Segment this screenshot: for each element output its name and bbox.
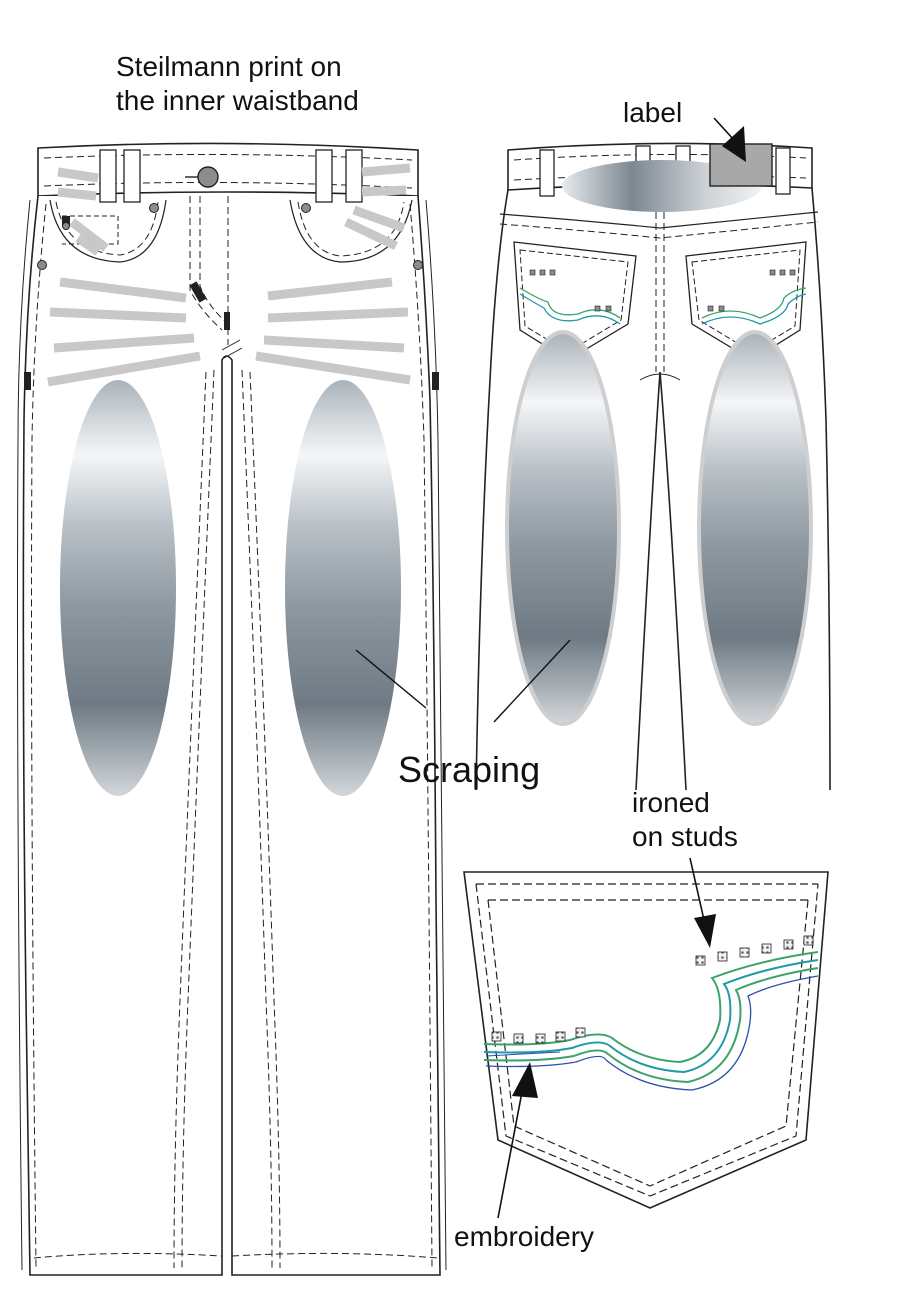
square-stud-icon	[575, 1027, 586, 1038]
waistband-print-label-line1: Steilmann print on	[116, 51, 342, 82]
rivet-dot-icon	[149, 203, 159, 213]
front-whisker-marks	[47, 163, 411, 387]
round-shank-button-icon	[197, 166, 219, 188]
square-stud-icon	[555, 1031, 566, 1042]
square-stud-icon	[513, 1033, 524, 1044]
embroidery-callout: embroidery	[454, 1221, 595, 1252]
waistband-print-label-line2: the inner waistband	[116, 85, 359, 117]
pocket-studs	[491, 935, 814, 1044]
square-stud-icon	[803, 935, 814, 946]
square-stud-icon	[695, 955, 706, 966]
scraping-leader-line-back	[493, 639, 571, 723]
rivet-dot-icon	[37, 260, 47, 270]
embroidery-arrow-icon	[512, 1062, 538, 1098]
back-left-scraping-area	[505, 330, 621, 726]
square-stud-icon	[491, 1031, 502, 1042]
front-left-scraping-area	[60, 380, 176, 796]
square-stud-icon	[761, 943, 772, 954]
studs-callout-line2: on studs	[632, 821, 738, 853]
square-stud-icon	[739, 947, 750, 958]
studs-arrow-icon	[694, 914, 716, 948]
back-pocket-embroidery	[519, 269, 807, 325]
front-right-scraping-area	[285, 380, 401, 796]
studs-callout: ironed on studs	[632, 786, 738, 854]
rivet-dot-icon	[62, 222, 70, 230]
label-arrow-icon	[722, 126, 746, 162]
rivet-dot-icon	[413, 260, 423, 270]
square-stud-icon	[783, 939, 794, 950]
back-right-scraping-area	[697, 330, 813, 726]
scraping-leader-line-front	[355, 649, 427, 709]
square-stud-icon	[535, 1033, 546, 1044]
pocket-embroidery-wave	[483, 951, 819, 1091]
label-callout: label	[623, 97, 683, 128]
studs-callout-line1: ironed	[632, 787, 710, 818]
waistband-print-label: Steilmann print on the inner waistband	[116, 50, 359, 118]
front-hardware	[37, 166, 423, 270]
rivet-dot-icon	[301, 203, 311, 213]
scraping-callout: Scraping	[398, 749, 541, 790]
square-stud-icon	[717, 951, 728, 962]
